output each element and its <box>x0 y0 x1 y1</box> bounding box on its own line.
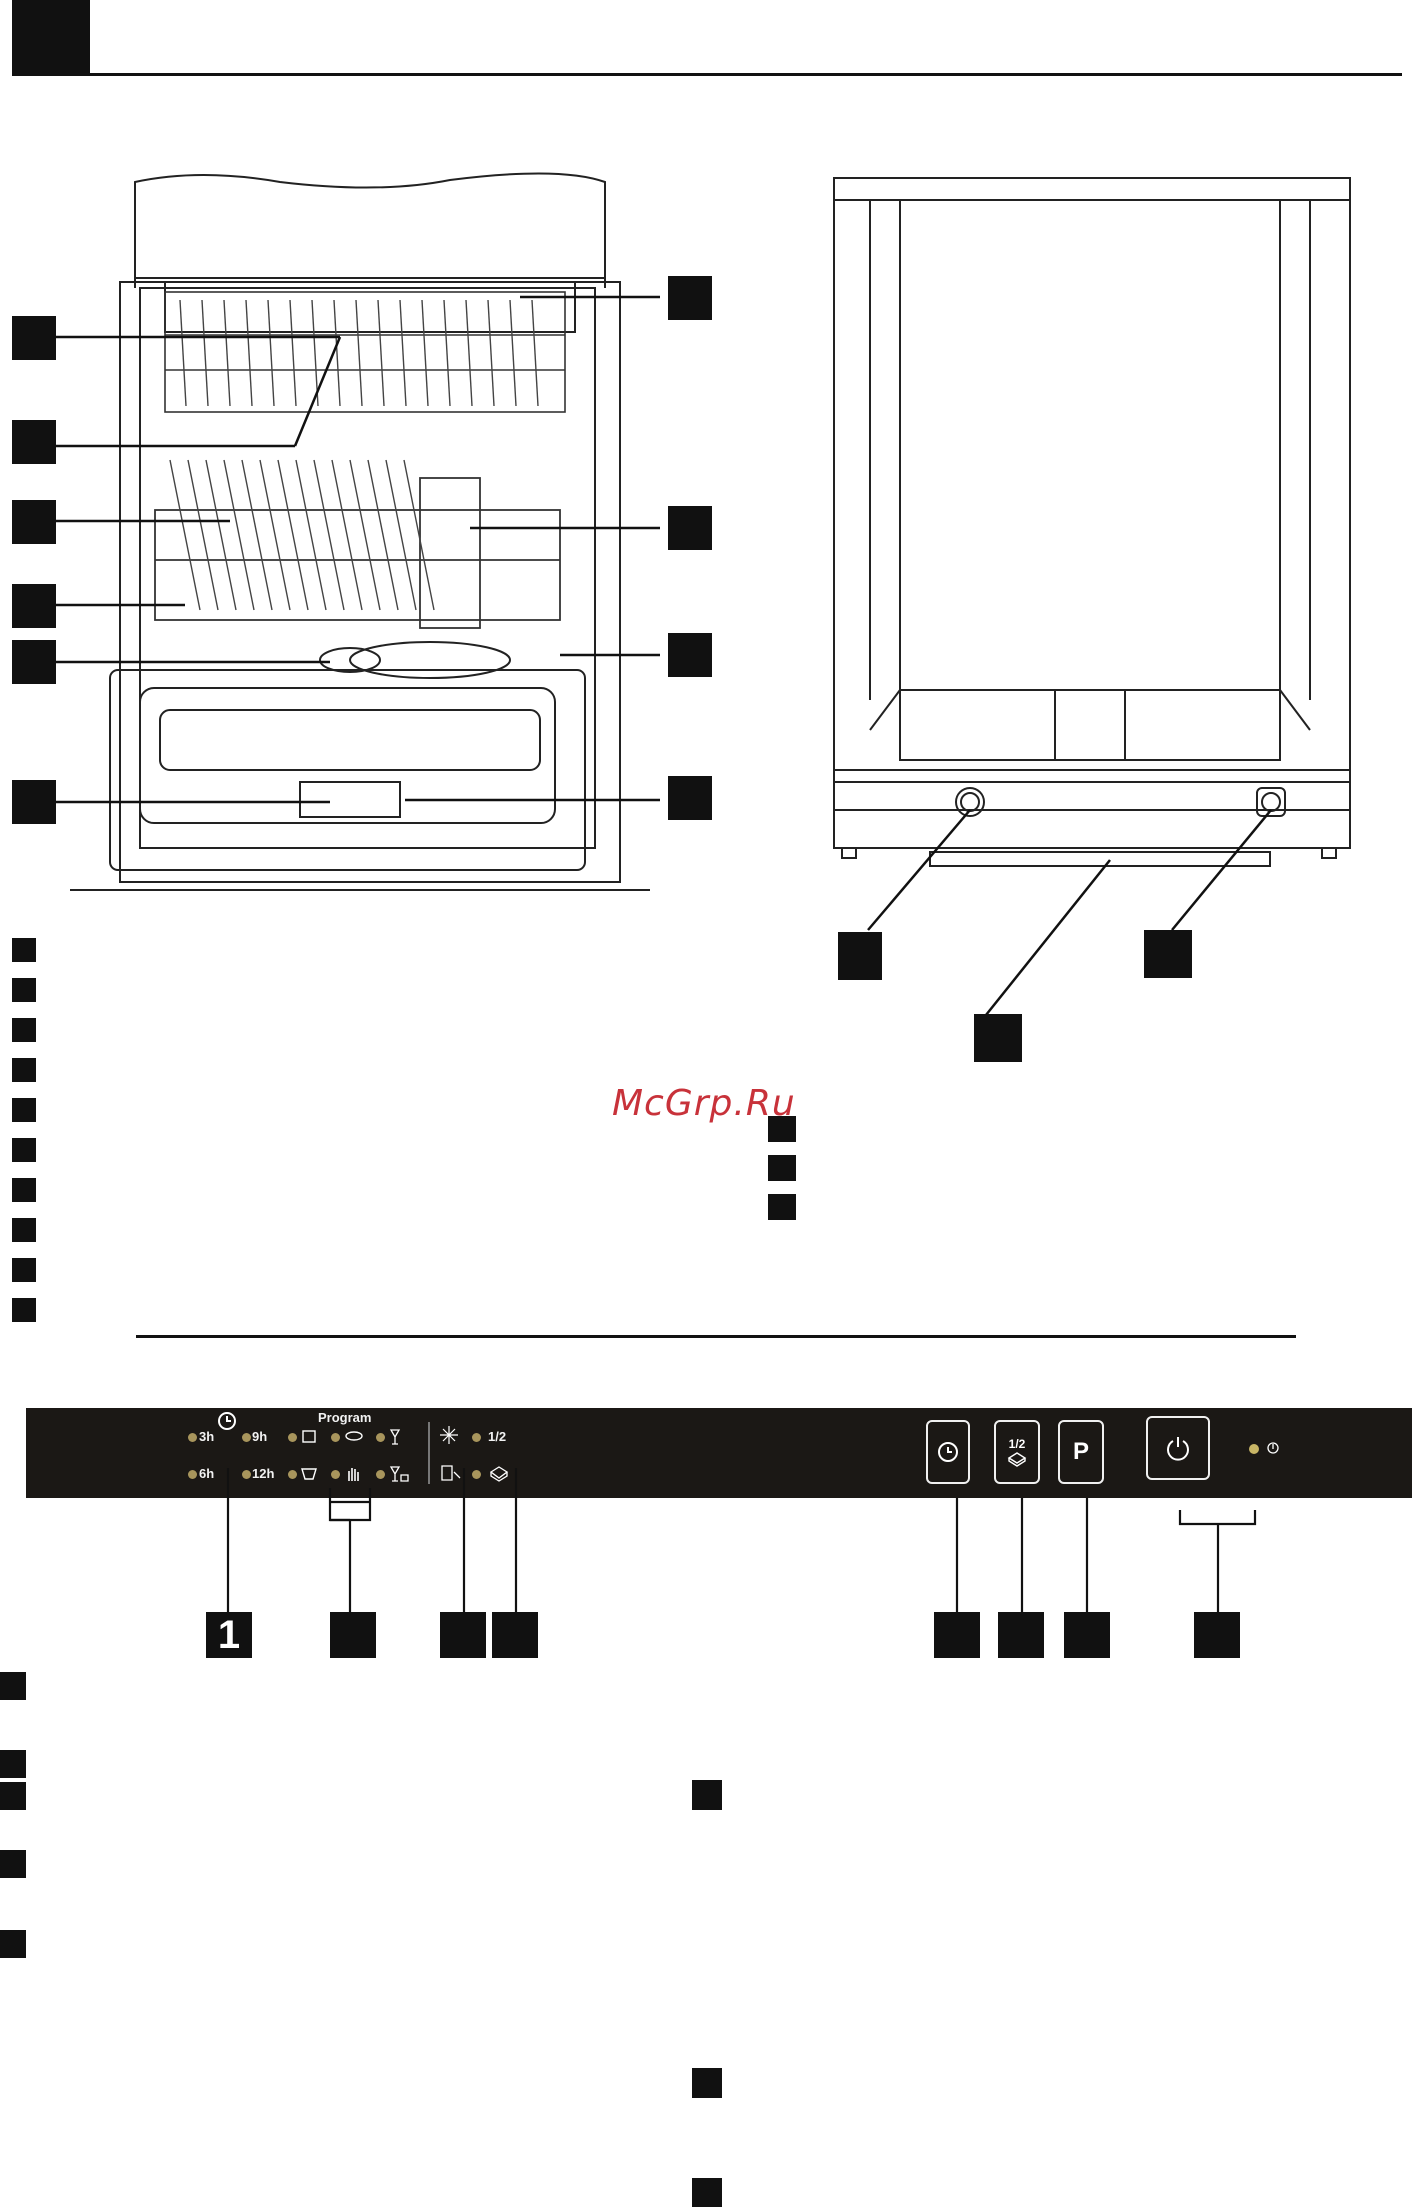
callout-square <box>934 1612 980 1658</box>
callout-square <box>668 633 712 677</box>
legend-square <box>12 1218 36 1242</box>
program-led <box>376 1470 385 1479</box>
callout-square <box>12 316 56 360</box>
legend-square <box>12 1258 36 1282</box>
callout-square <box>668 506 712 550</box>
pot-icon <box>302 1430 316 1443</box>
control-panel: 3h 9h 6h 12h Program 1/2 1/2 P <box>26 1408 1412 1498</box>
legend-square <box>768 1116 796 1142</box>
half-load-button[interactable]: 1/2 <box>994 1420 1040 1484</box>
tablet-icon <box>489 1466 509 1482</box>
legend-square <box>768 1194 796 1220</box>
dishwasher-back-illustration <box>833 177 1351 1016</box>
callout-square <box>974 1014 1022 1062</box>
watermark: McGrp.Ru <box>612 1083 796 1124</box>
delay-6h-led <box>188 1470 197 1479</box>
callout-square <box>12 640 56 684</box>
callout-square <box>668 776 712 820</box>
power-led <box>1249 1444 1259 1454</box>
legend-square <box>12 1098 36 1122</box>
dishwasher-front-illustration <box>56 172 660 891</box>
delay-label-12h: 12h <box>252 1466 275 1481</box>
program-label: Program <box>318 1410 372 1425</box>
program-led <box>331 1433 340 1442</box>
program-led <box>331 1470 340 1479</box>
clock-icon <box>938 1442 958 1462</box>
legend-square <box>768 1155 796 1181</box>
rinse-aid-icon <box>441 1465 461 1481</box>
half-load-label: 1/2 <box>488 1429 507 1444</box>
callout-number: 1 <box>206 1612 252 1658</box>
callout-square <box>12 780 56 824</box>
legend-square <box>12 978 36 1002</box>
legend-square <box>0 1750 26 1778</box>
legend-square <box>12 1018 36 1042</box>
callout-square <box>12 420 56 464</box>
panel-callout-lines <box>226 1468 1257 1612</box>
plate-icon <box>345 1431 363 1441</box>
delay-button[interactable] <box>926 1420 970 1484</box>
callout-square <box>440 1612 486 1658</box>
callout-square <box>12 500 56 544</box>
callout-square <box>668 276 712 320</box>
delay-9h-led <box>242 1433 251 1442</box>
program-button-label: P <box>1072 1438 1089 1465</box>
legend-square <box>12 1138 36 1162</box>
legend-square <box>0 1930 26 1958</box>
legend-square <box>12 1058 36 1082</box>
star-icon <box>440 1426 458 1444</box>
legend-square <box>12 938 36 962</box>
power-icon <box>1167 1437 1189 1461</box>
hand-icon <box>348 1468 359 1481</box>
legend-square <box>0 1782 26 1810</box>
delay-3h-led <box>188 1433 197 1442</box>
legend-square <box>692 2178 722 2207</box>
delay-12h-led <box>242 1470 251 1479</box>
legend-square <box>0 1850 26 1878</box>
delay-label-3h: 3h <box>199 1429 215 1444</box>
power-indicator-icon <box>1267 1442 1279 1454</box>
bowl-icon <box>301 1468 317 1480</box>
callout-square <box>1194 1612 1240 1658</box>
header-rule <box>12 73 1402 76</box>
delay-label-6h: 6h <box>199 1466 215 1481</box>
callout-square <box>492 1612 538 1658</box>
header-block <box>12 0 90 76</box>
callout-square <box>1144 930 1192 978</box>
tablet-icon <box>1007 1452 1027 1467</box>
option-led <box>472 1470 481 1479</box>
program-button[interactable]: P <box>1058 1420 1104 1484</box>
clock-icon <box>218 1412 236 1430</box>
callout-square <box>998 1612 1044 1658</box>
legend-square <box>0 1672 26 1700</box>
legend-square <box>692 1780 722 1810</box>
panel-divider <box>428 1422 430 1484</box>
half-load-button-label: 1/2 <box>1008 1437 1026 1451</box>
callout-square <box>330 1612 376 1658</box>
section-divider <box>136 1335 1296 1338</box>
legend-square <box>12 1298 36 1322</box>
program-led <box>288 1433 297 1442</box>
glass-icon <box>389 1429 401 1445</box>
delay-label-9h: 9h <box>252 1429 268 1444</box>
legend-square <box>692 2068 722 2098</box>
glass-icon <box>389 1466 409 1482</box>
legend-square <box>12 1178 36 1202</box>
program-led <box>288 1470 297 1479</box>
power-button[interactable] <box>1146 1416 1210 1480</box>
callout-square <box>12 584 56 628</box>
program-led <box>376 1433 385 1442</box>
option-led <box>472 1433 481 1442</box>
callout-square <box>838 932 882 980</box>
callout-square <box>1064 1612 1110 1658</box>
